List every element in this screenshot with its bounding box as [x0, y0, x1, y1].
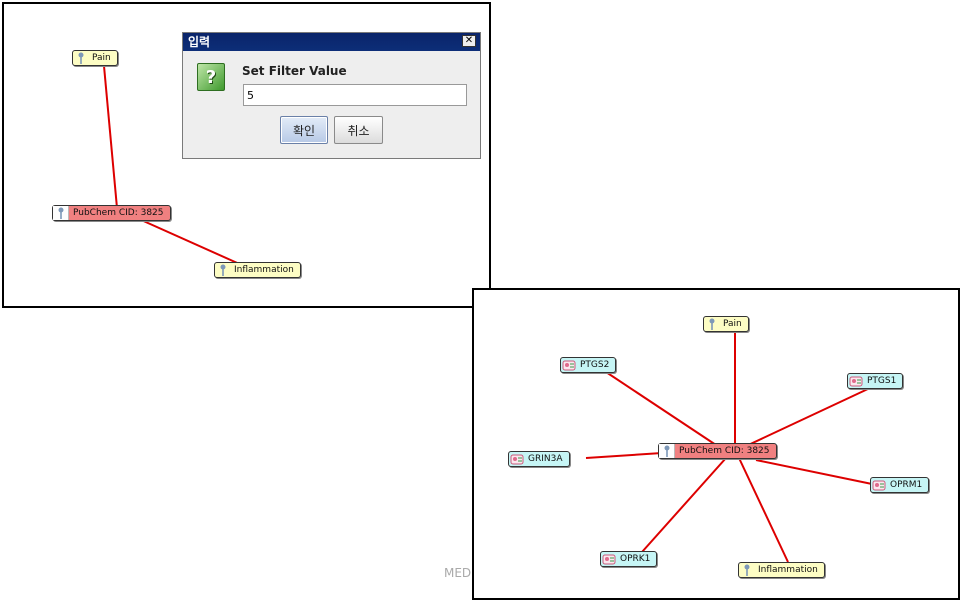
edge-pubchem-oprk1	[641, 457, 727, 553]
pin-icon	[704, 317, 719, 331]
close-icon[interactable]: ✕	[462, 35, 476, 47]
node-label: OPRK1	[620, 554, 651, 564]
pin-icon	[739, 563, 754, 577]
gene-icon	[601, 552, 616, 566]
pin-icon	[215, 263, 230, 277]
edge-pubchem-inflammation	[738, 457, 789, 563]
dialog-prompt: Set Filter Value	[242, 64, 347, 78]
graph-node-grin3a[interactable]: GRIN3A	[508, 451, 570, 467]
node-label: PubChem CID: 3825	[679, 446, 770, 456]
graph-node-inflammation[interactable]: Inflammation	[214, 262, 301, 278]
node-label: PTGS2	[580, 360, 610, 370]
graph-node-inflammation[interactable]: Inflammation	[738, 562, 825, 578]
pin-icon	[73, 51, 88, 65]
graph-node-pubchem[interactable]: PubChem CID: 3825	[658, 443, 777, 459]
ok-button[interactable]: 확인	[280, 116, 328, 144]
graph-node-pain[interactable]: Pain	[703, 316, 749, 332]
graph-node-oprm1[interactable]: OPRM1	[870, 477, 930, 493]
pin-icon	[53, 206, 69, 220]
dialog-title: 입력	[188, 35, 211, 49]
node-label: Pain	[92, 53, 111, 63]
graph-node-ptgs1[interactable]: PTGS1	[847, 373, 904, 389]
cancel-button[interactable]: 취소	[334, 116, 383, 144]
node-label: Inflammation	[758, 565, 818, 575]
node-label: GRIN3A	[528, 454, 563, 464]
gene-icon	[871, 478, 886, 492]
edge-pubchem-oprm1	[755, 459, 873, 485]
edge-pubchem-grin3a	[585, 452, 663, 459]
dialog-titlebar[interactable]: 입력 ✕	[183, 33, 480, 51]
node-label: OPRM1	[890, 480, 923, 490]
input-dialog: 입력 ✕ ? Set Filter Value 확인 취소	[182, 32, 481, 159]
gene-icon	[509, 452, 524, 466]
filter-value-input[interactable]	[243, 84, 467, 106]
gene-icon	[561, 358, 576, 372]
graph-edges-small	[103, 65, 245, 267]
graph-panel-large[interactable]: Pain PTGS2 PTGS1 GRIN3A PubChem CID: 382…	[472, 288, 960, 600]
edge-pubchem-ptgs1	[743, 387, 871, 448]
watermark-text: MED	[444, 566, 472, 580]
pin-icon	[659, 444, 675, 458]
graph-node-pain[interactable]: Pain	[72, 50, 118, 66]
graph-node-ptgs2[interactable]: PTGS2	[560, 357, 617, 373]
edge-pain-pubchem	[103, 65, 118, 209]
graph-node-pubchem[interactable]: PubChem CID: 3825	[52, 205, 171, 221]
graph-panel-small[interactable]: Pain PubChem CID: 3825 Inflammation 입력 ✕…	[2, 2, 491, 308]
graph-node-oprk1[interactable]: OPRK1	[600, 551, 658, 567]
node-label: PubChem CID: 3825	[73, 208, 164, 218]
gene-icon	[848, 374, 863, 388]
edge-pubchem-inflammation	[138, 218, 245, 267]
node-label: Pain	[723, 319, 742, 329]
question-icon: ?	[197, 63, 225, 91]
edge-pubchem-ptgs2	[605, 371, 720, 448]
graph-edges-large	[585, 332, 873, 563]
node-label: Inflammation	[234, 265, 294, 275]
node-label: PTGS1	[867, 376, 897, 386]
